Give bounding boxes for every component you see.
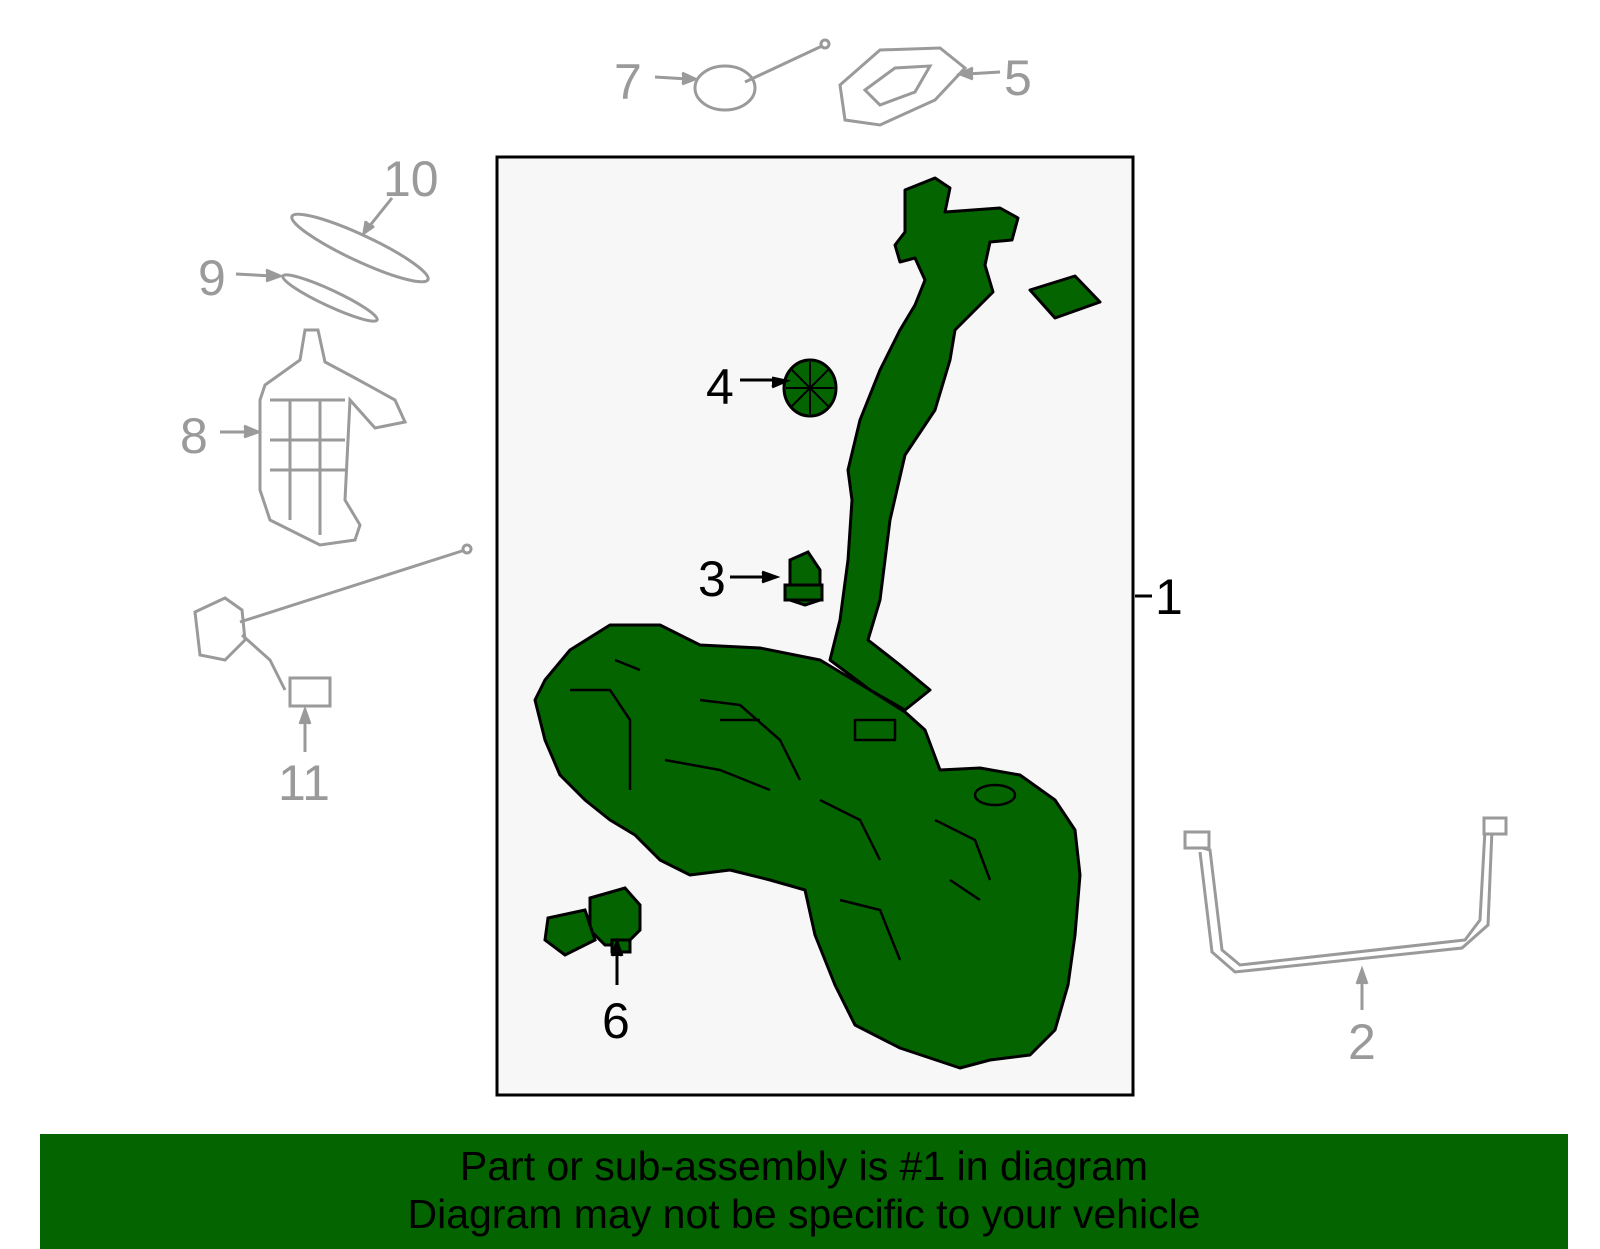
callout-7: 7: [614, 54, 642, 110]
footer-line-2: Diagram may not be specific to your vehi…: [407, 1191, 1201, 1237]
part-8-fuel-pump[interactable]: [258, 328, 408, 547]
callout-6: 6: [602, 993, 630, 1049]
part-3-grommet[interactable]: [783, 550, 824, 607]
footer-line-1: Part or sub-assembly is #1 in diagram: [459, 1143, 1149, 1189]
fuel-tank-assembly[interactable]: [533, 176, 1102, 1070]
part-7-lock-ring[interactable]: [693, 38, 831, 112]
callout-4: 4: [706, 359, 734, 415]
callout-11: 11: [278, 755, 330, 811]
footer-banner: Part or sub-assembly is #1 in diagram Di…: [40, 1134, 1568, 1249]
callout-1: 1: [1155, 569, 1183, 625]
part-10-seal-ring[interactable]: [287, 205, 434, 292]
part-2-strap[interactable]: [1183, 816, 1508, 974]
part-9-gasket[interactable]: [279, 269, 380, 327]
leader-lines: [220, 66, 1369, 1010]
callout-3: 3: [698, 551, 726, 607]
part-11-level-sensor[interactable]: [193, 543, 473, 708]
callout-10: 10: [383, 151, 439, 207]
callout-2: 2: [1348, 1014, 1376, 1070]
callout-5: 5: [1004, 50, 1032, 106]
callout-9: 9: [198, 250, 226, 306]
callout-8: 8: [180, 408, 208, 464]
part-5-cover[interactable]: [838, 46, 968, 127]
part-4-cap[interactable]: [782, 358, 838, 418]
